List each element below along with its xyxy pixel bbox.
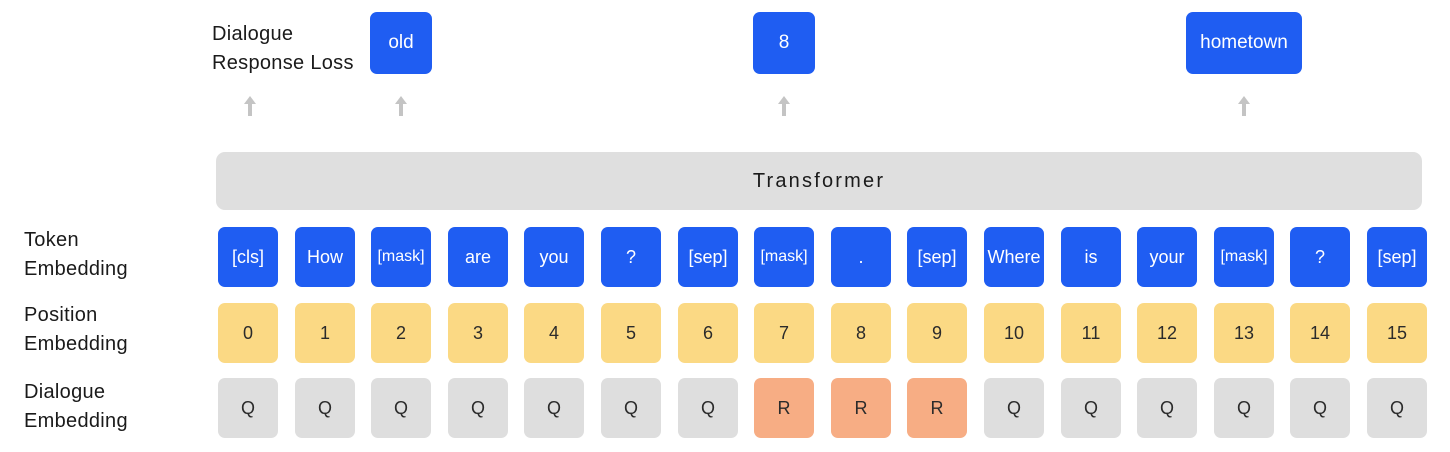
output-box: 8: [753, 12, 815, 74]
question-segment-box: Q: [1367, 378, 1427, 438]
token-label-line-1: Token: [24, 229, 79, 251]
token-label-line-2: Embedding: [24, 258, 128, 280]
position-box: 2: [371, 303, 431, 363]
up-arrow-icon: [778, 96, 790, 116]
up-arrow-icon: [244, 96, 256, 116]
loss-label-line-2: Response Loss: [212, 52, 354, 74]
position-box: 11: [1061, 303, 1121, 363]
token-box: is: [1061, 227, 1121, 287]
position-box: 13: [1214, 303, 1274, 363]
position-box: 10: [984, 303, 1044, 363]
question-segment-box: Q: [678, 378, 738, 438]
dialogue-embedding-label: Dialogue Embedding: [24, 378, 204, 436]
question-segment-box: Q: [1290, 378, 1350, 438]
position-box: 4: [524, 303, 584, 363]
response-segment-box: R: [754, 378, 814, 438]
dialogue-response-loss-label: Dialogue Response Loss: [212, 20, 372, 78]
position-box: 5: [601, 303, 661, 363]
question-segment-box: Q: [371, 378, 431, 438]
transformer-block: Transformer: [216, 152, 1422, 210]
token-box: [mask]: [754, 227, 814, 287]
position-box: 0: [218, 303, 278, 363]
output-box: hometown: [1186, 12, 1302, 74]
token-box: [mask]: [1214, 227, 1274, 287]
question-segment-box: Q: [601, 378, 661, 438]
question-segment-box: Q: [1214, 378, 1274, 438]
position-box: 9: [907, 303, 967, 363]
position-box: 15: [1367, 303, 1427, 363]
response-segment-box: R: [831, 378, 891, 438]
token-box: [mask]: [371, 227, 431, 287]
up-arrow-icon: [395, 96, 407, 116]
position-box: 7: [754, 303, 814, 363]
question-segment-box: Q: [448, 378, 508, 438]
token-box: ?: [1290, 227, 1350, 287]
dialogue-label-line-2: Embedding: [24, 410, 128, 432]
token-box: ?: [601, 227, 661, 287]
token-box: are: [448, 227, 508, 287]
token-box: [sep]: [907, 227, 967, 287]
token-box: How: [295, 227, 355, 287]
output-box: old: [370, 12, 432, 74]
response-segment-box: R: [907, 378, 967, 438]
question-segment-box: Q: [984, 378, 1044, 438]
position-box: 1: [295, 303, 355, 363]
position-box: 6: [678, 303, 738, 363]
question-segment-box: Q: [524, 378, 584, 438]
token-embedding-label: Token Embedding: [24, 226, 204, 284]
token-box: you: [524, 227, 584, 287]
token-box: your: [1137, 227, 1197, 287]
position-embedding-label: Position Embedding: [24, 301, 204, 359]
loss-label-line-1: Dialogue: [212, 23, 294, 45]
position-box: 8: [831, 303, 891, 363]
position-label-line-1: Position: [24, 304, 98, 326]
token-box: [cls]: [218, 227, 278, 287]
question-segment-box: Q: [1061, 378, 1121, 438]
position-box: 3: [448, 303, 508, 363]
token-box: [sep]: [1367, 227, 1427, 287]
token-box: .: [831, 227, 891, 287]
position-box: 12: [1137, 303, 1197, 363]
up-arrow-icon: [1238, 96, 1250, 116]
position-label-line-2: Embedding: [24, 333, 128, 355]
token-box: [sep]: [678, 227, 738, 287]
question-segment-box: Q: [1137, 378, 1197, 438]
position-box: 14: [1290, 303, 1350, 363]
question-segment-box: Q: [218, 378, 278, 438]
token-box: Where: [984, 227, 1044, 287]
question-segment-box: Q: [295, 378, 355, 438]
dialogue-label-line-1: Dialogue: [24, 381, 106, 403]
